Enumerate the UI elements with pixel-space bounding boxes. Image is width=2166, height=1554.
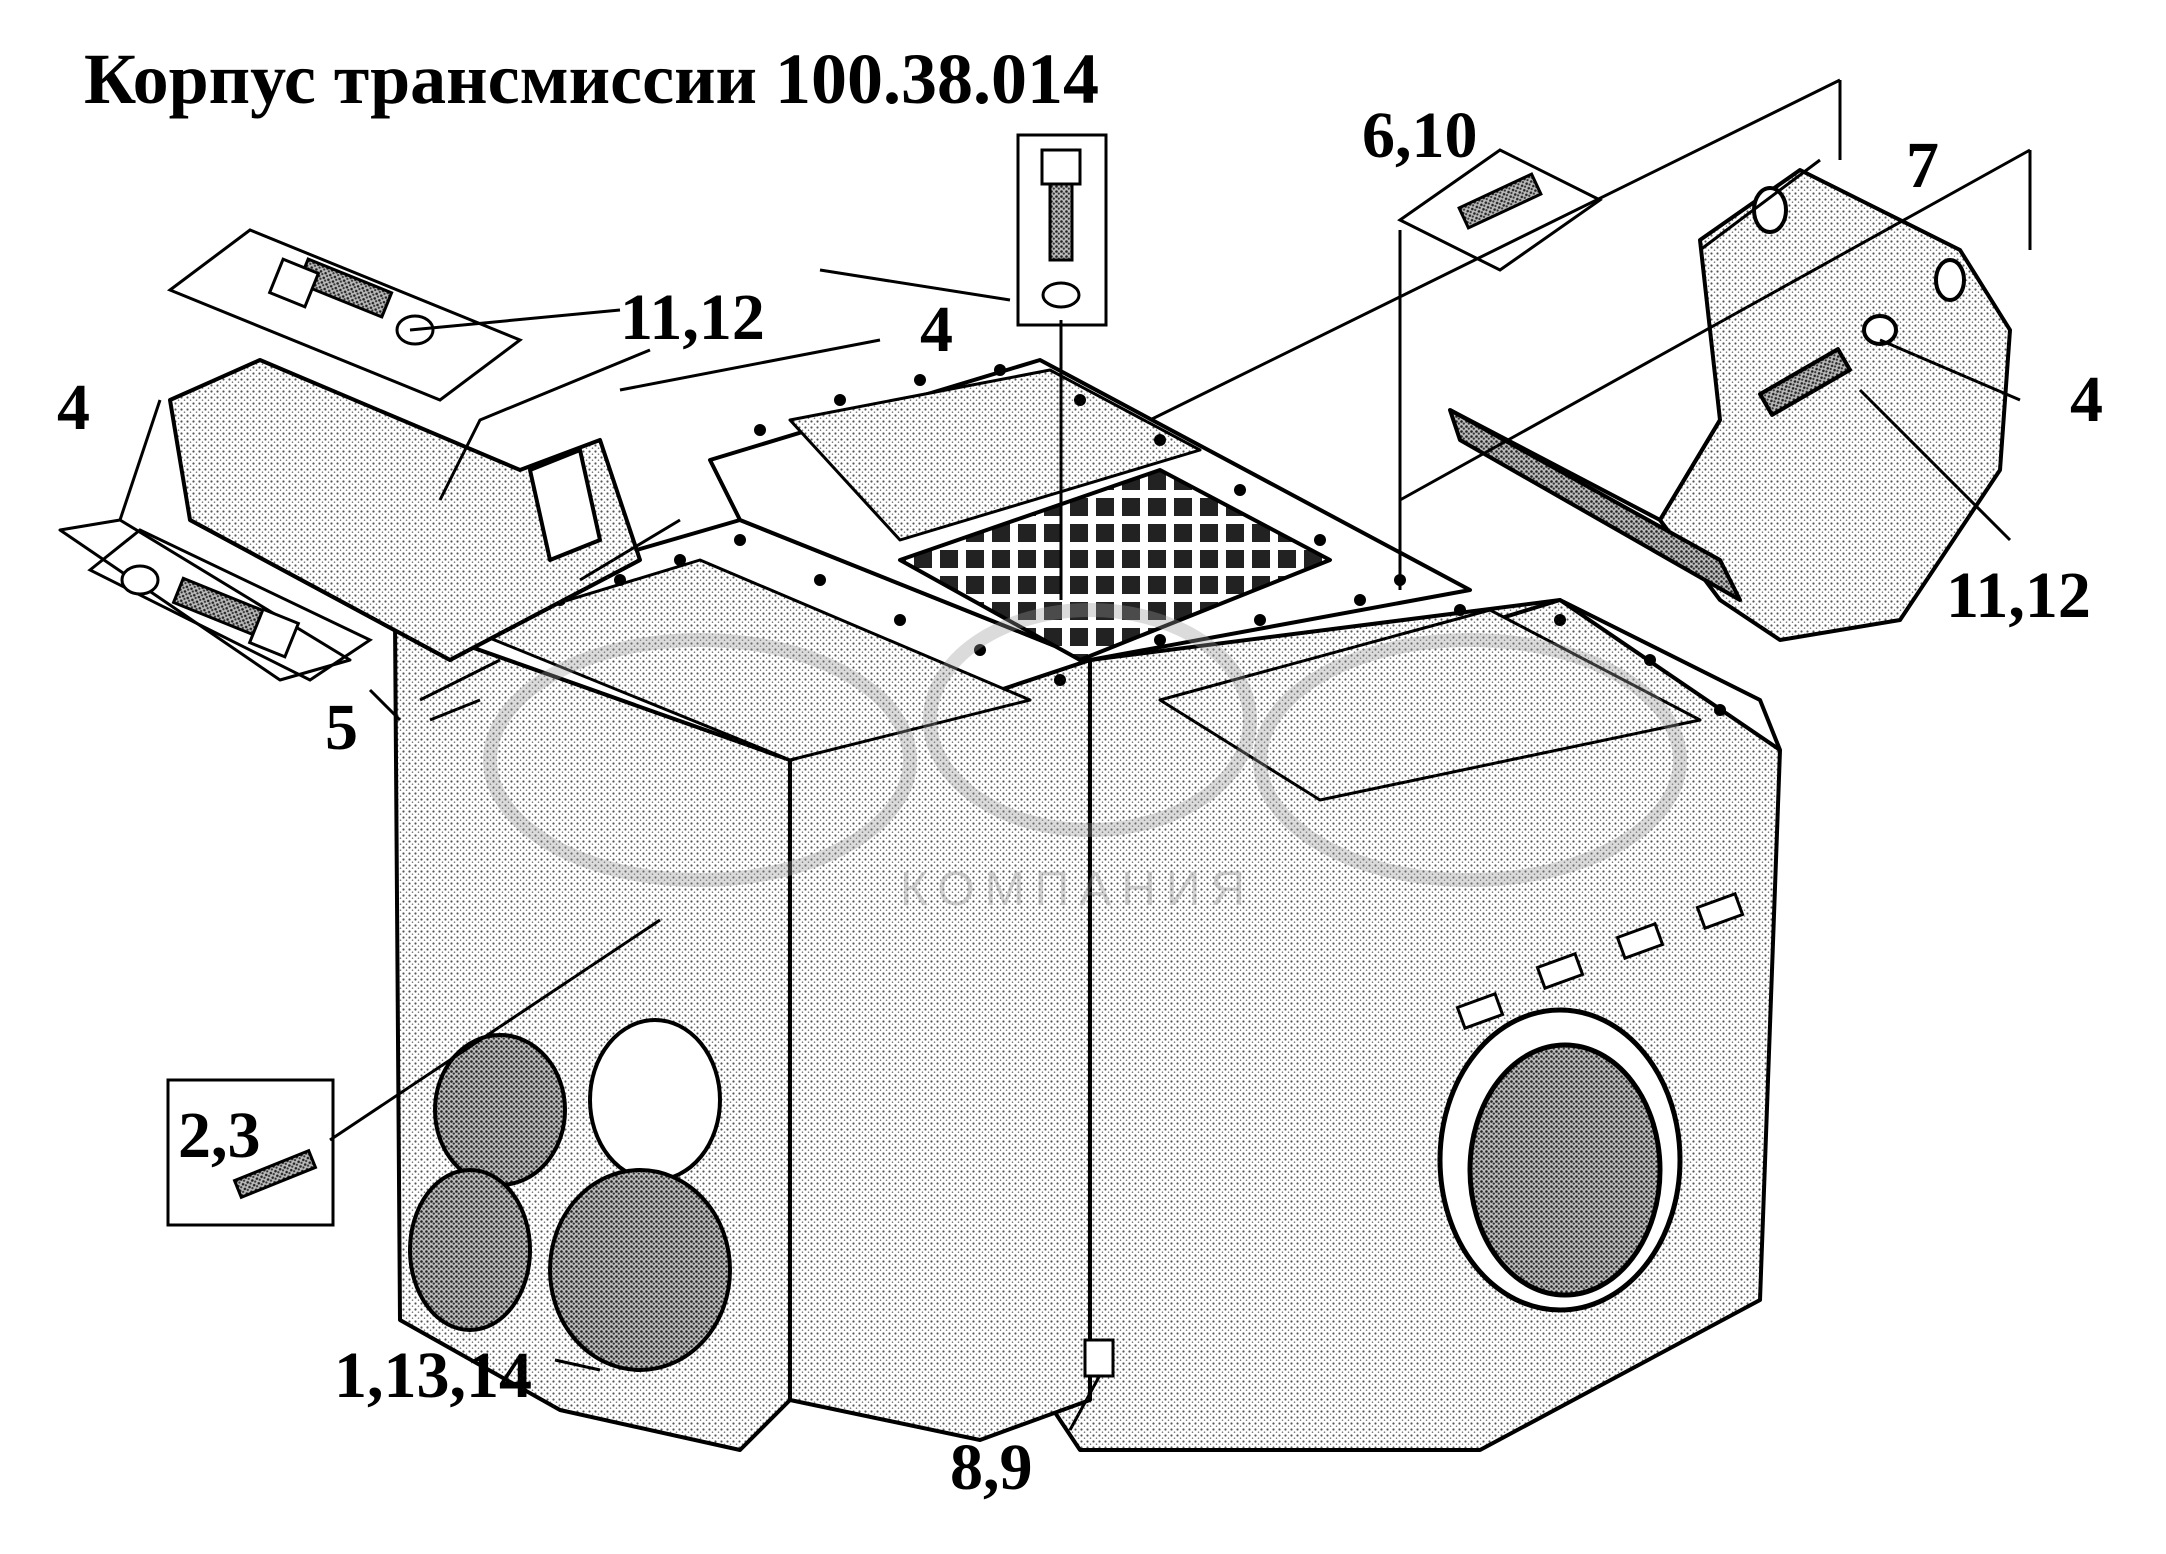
diagram-title: Корпус трансмиссии 100.38.014	[84, 39, 1100, 119]
right-cover	[1448, 168, 2012, 642]
callout-2-3: 2,3	[178, 1099, 261, 1172]
callout-5: 5	[325, 691, 358, 764]
side-ribs	[1455, 891, 1745, 1031]
side-bore	[1437, 1007, 1683, 1313]
callout-4-right: 4	[2070, 363, 2103, 436]
callout-8-9: 8,9	[950, 1431, 1033, 1504]
callout-4-top: 4	[920, 293, 953, 366]
callout-frames	[87, 133, 1603, 1227]
leader-lines	[118, 78, 2032, 1431]
callout-6-10: 6,10	[1362, 99, 1478, 172]
callout-11-12-left: 11,12	[620, 281, 765, 354]
front-bores	[408, 1018, 732, 1372]
callout-1-13-14: 1,13,14	[334, 1339, 532, 1412]
watermark: КОМПАНИЯ	[483, 603, 1687, 916]
bolts	[120, 148, 1543, 1378]
callout-4-left: 4	[57, 371, 90, 444]
callout-11-12-right: 11,12	[1946, 559, 2091, 632]
callout-7: 7	[1906, 129, 1939, 202]
watermark-text: КОМПАНИЯ	[900, 863, 1255, 916]
left-cover	[58, 358, 642, 682]
